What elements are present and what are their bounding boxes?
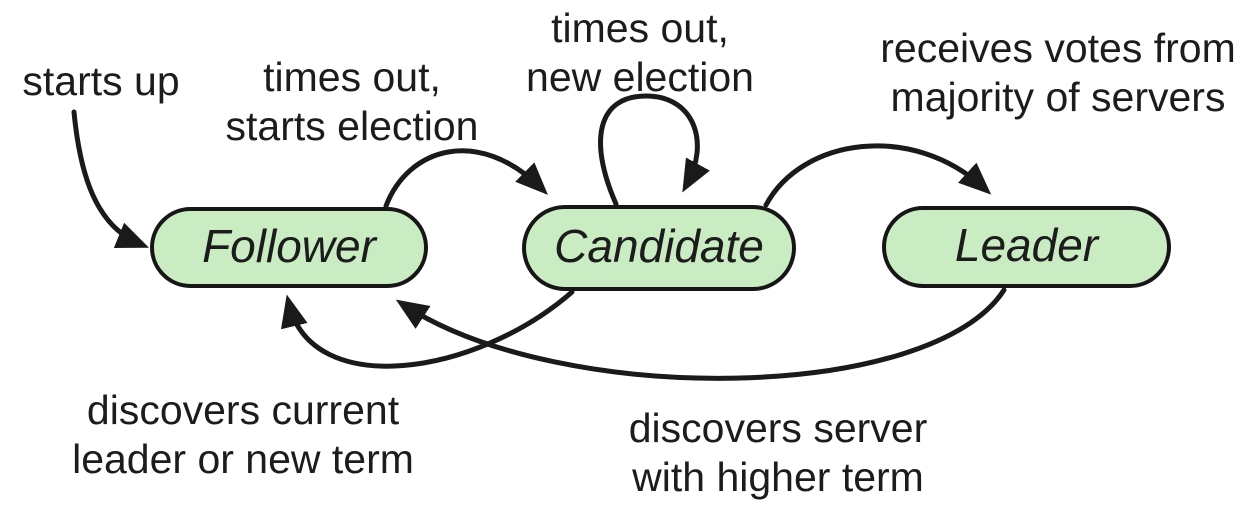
state-leader: Leader [882, 206, 1171, 288]
label-line: with higher term [632, 454, 924, 500]
transition-label-receives-votes: receives votes from majority of servers [880, 24, 1235, 122]
arrow-candidate-self-loop [598, 93, 710, 207]
arrow-candidate-to-leader [763, 143, 992, 208]
label-line: leader or new term [72, 436, 414, 482]
transition-label-starts-up: starts up [22, 57, 179, 106]
arrow-starts-up [71, 109, 150, 248]
transition-label-discovers-higher-term: discovers server with higher term [629, 404, 927, 502]
label-line: starts election [225, 103, 479, 149]
label-line: times out, [263, 54, 441, 100]
arrow-follower-to-candidate [383, 148, 548, 209]
label-line: discovers current [86, 387, 400, 433]
label-line: starts up [22, 58, 180, 104]
state-follower: Follower [150, 207, 428, 288]
arrow-candidate-to-follower [281, 289, 575, 369]
state-candidate: Candidate [522, 205, 796, 291]
label-line: times out, [551, 5, 729, 51]
label-line: majority of servers [890, 74, 1226, 120]
transition-label-times-out-starts-election: times out, starts election [226, 53, 479, 151]
state-leader-label: Leader [954, 219, 1099, 271]
arrow-leader-to-follower [395, 287, 1007, 381]
label-line: receives votes from [880, 25, 1236, 71]
state-candidate-label: Candidate [554, 220, 764, 272]
label-line: new election [526, 54, 754, 100]
state-follower-label: Follower [202, 219, 376, 272]
label-line: discovers server [628, 405, 928, 451]
transition-label-times-out-new-election: times out, new election [526, 4, 754, 102]
transition-label-discovers-current-leader: discovers current leader or new term [72, 386, 414, 484]
